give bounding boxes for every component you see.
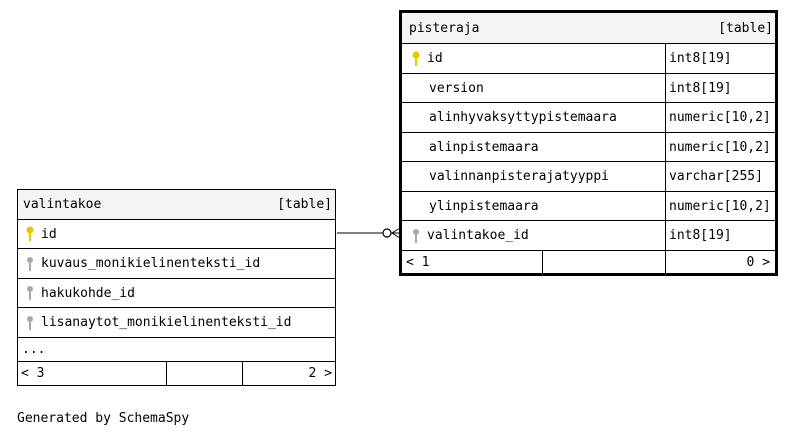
foreign-key-icon [27,256,33,271]
column-row[interactable]: version int8[19] [402,74,775,103]
column-name: kuvaus_monikielinenteksti_id [41,256,261,271]
table-name: pisteraja [409,20,480,36]
table-footer: < 3 2 > [18,362,335,385]
child-count-link[interactable]: 2 > [242,362,335,385]
column-type: int8[19] [665,74,775,102]
primary-key-icon [412,51,420,66]
table-name: valintakoe [23,197,102,212]
column-name: version [429,80,484,96]
column-name: valintakoe_id [427,228,529,243]
foreign-key-icon [413,228,419,243]
column-row[interactable]: alinhyvaksyttypistemaara numeric[10,2] [402,103,775,133]
column-type: varchar[255] [665,162,775,191]
table-footer: < 1 0 > [402,251,775,273]
footer-spacer [542,251,665,273]
column-row[interactable]: ylinpistemaara numeric[10,2] [402,192,775,221]
column-name: id [427,51,443,66]
column-row[interactable]: lisanaytot_monikielinenteksti_id [18,308,335,338]
table-header[interactable]: valintakoe [table] [18,190,335,220]
table-kind: [table] [277,197,332,212]
pisteraja-table[interactable]: pisteraja [table] id int8[19] version in… [399,10,778,276]
column-row[interactable]: id int8[19] [402,44,775,74]
column-type: numeric[10,2] [665,192,775,220]
column-row[interactable]: kuvaus_monikielinenteksti_id [18,249,335,279]
column-name: id [41,226,57,242]
generator-credit: Generated by SchemaSpy [17,411,190,426]
table-header[interactable]: pisteraja [table] [402,13,775,44]
column-name: valinnanpisterajatyyppi [429,169,610,184]
child-count-link[interactable]: 0 > [665,251,775,273]
foreign-key-icon [27,286,33,300]
column-name: hakukohde_id [41,285,135,301]
column-type: numeric[10,2] [665,103,775,132]
column-row[interactable]: id [18,220,335,249]
valintakoe-table[interactable]: valintakoe [table] id kuvaus_monikieline… [17,189,336,386]
column-name: lisanaytot_monikielinenteksti_id [41,315,292,330]
column-name: ylinpistemaara [429,198,539,214]
column-row[interactable]: valintakoe_id int8[19] [402,221,775,251]
column-row[interactable]: valinnanpisterajatyyppi varchar[255] [402,162,775,192]
column-row[interactable]: hakukohde_id [18,279,335,308]
primary-key-icon [26,226,34,241]
footer-spacer [166,362,242,385]
column-type: numeric[10,2] [665,133,775,161]
column-type: int8[19] [665,221,775,250]
parent-count-link[interactable]: < 1 [406,254,430,270]
column-type: int8[19] [665,44,775,73]
column-row[interactable]: alinpistemaara numeric[10,2] [402,133,775,162]
foreign-key-icon [27,315,33,330]
table-kind: [table] [718,20,773,36]
more-columns-row[interactable]: ... [18,338,335,362]
column-name: alinhyvaksyttypistemaara [429,110,617,125]
column-name: alinpistemaara [429,139,539,155]
parent-count-link[interactable]: < 3 [21,366,45,381]
more-indicator: ... [22,342,46,357]
